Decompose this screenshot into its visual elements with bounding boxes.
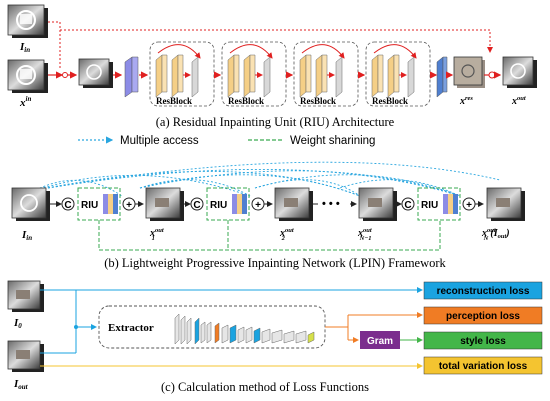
perception-loss-box — [423, 306, 543, 325]
reconstruction-loss-box — [423, 281, 543, 300]
riu-unit-3: C RIU + — [401, 187, 476, 221]
c-iout-image — [7, 340, 44, 372]
output-label: xout — [511, 95, 526, 107]
section-c: I0 Iout Extractor — [7, 280, 543, 394]
riu-unit-1: C RIU + — [61, 187, 136, 221]
b-output-image-2 — [274, 187, 313, 221]
concat-symbol-3 — [401, 197, 415, 211]
gram-box — [360, 331, 400, 349]
legend-weight-sharing-label: Weight sharining — [290, 135, 375, 147]
residual-label: xres — [459, 95, 473, 107]
resblock-4 — [365, 41, 431, 107]
legend: Multiple access Weight sharining — [78, 135, 375, 147]
c-i0-label: I0 — [13, 317, 22, 330]
stacked-input-image — [78, 58, 113, 88]
ellipsis-dots: • • • — [322, 198, 340, 210]
multiple-access-arcs — [35, 161, 501, 197]
extractor-layers — [174, 313, 315, 345]
output-image — [502, 56, 537, 88]
svg-text:+: + — [255, 200, 261, 211]
gram-label: Gram — [367, 336, 393, 347]
svg-text:C: C — [404, 200, 411, 211]
resblock-4-label: ResBlock — [372, 96, 408, 106]
style-loss-box — [423, 331, 543, 350]
resblock-2-label: ResBlock — [228, 96, 264, 106]
resblock-2 — [221, 41, 287, 107]
add-point — [488, 71, 496, 79]
perception-loss-label: perception loss — [446, 311, 520, 322]
reconstruction-loss-label: reconstruction loss — [437, 286, 530, 297]
c-i0-image — [7, 280, 44, 312]
conv-layer-purple — [124, 56, 133, 98]
svg-text:+: + — [466, 200, 472, 211]
total-variation-loss-box — [423, 356, 543, 375]
riu-label-3: RIU — [421, 200, 438, 211]
b-output-image-n-minus-1 — [358, 187, 397, 221]
concat-point — [62, 72, 68, 78]
svg-text:C: C — [193, 200, 200, 211]
resblock-3 — [293, 41, 359, 107]
resblock-1-label: ResBlock — [156, 96, 192, 106]
svg-text:+: + — [126, 200, 132, 211]
loss-boxes: reconstruction loss perception loss styl… — [423, 281, 543, 375]
section-a: Iin xin — [7, 4, 537, 129]
input-label: xin — [19, 95, 31, 109]
weight-sharing-connector — [98, 220, 441, 251]
conv-layer-blue — [436, 56, 444, 98]
concat-symbol-2 — [190, 197, 204, 211]
caption-c: (c) Calculation method of Loss Functions — [161, 380, 369, 394]
c-iout-label: Iout — [13, 378, 29, 391]
input-mask-image — [7, 4, 48, 38]
resblock-group: ResBlock ResBlock ResBlock — [149, 41, 431, 107]
total-variation-loss-label: total variation loss — [439, 361, 528, 372]
caption-b: (b) Lightweight Progressive Inpainting N… — [104, 256, 446, 270]
caption-a: (a) Residual Inpainting Unit (RIU) Archi… — [156, 115, 395, 129]
input-mask-label: Iin — [19, 41, 30, 54]
riu-unit-2: C RIU + — [190, 187, 265, 221]
skip-connection-line — [48, 21, 493, 53]
legend-multiple-access-label: Multiple access — [120, 135, 199, 147]
b-output-image-n — [486, 187, 525, 221]
resblock-3-label: ResBlock — [300, 96, 336, 106]
residual-image — [453, 56, 485, 88]
resblock-1 — [149, 41, 215, 107]
input-image — [7, 59, 48, 93]
riu-label-2: RIU — [210, 200, 227, 211]
b-input-image — [11, 187, 50, 221]
style-loss-label: style loss — [460, 336, 506, 347]
riu-label-1: RIU — [81, 200, 98, 211]
concat-symbol-1 — [61, 197, 75, 211]
svg-text:C: C — [64, 200, 71, 211]
b-output-image-1 — [145, 187, 184, 221]
extractor-label: Extractor — [108, 322, 154, 334]
b-input-label: Iin — [21, 229, 32, 242]
